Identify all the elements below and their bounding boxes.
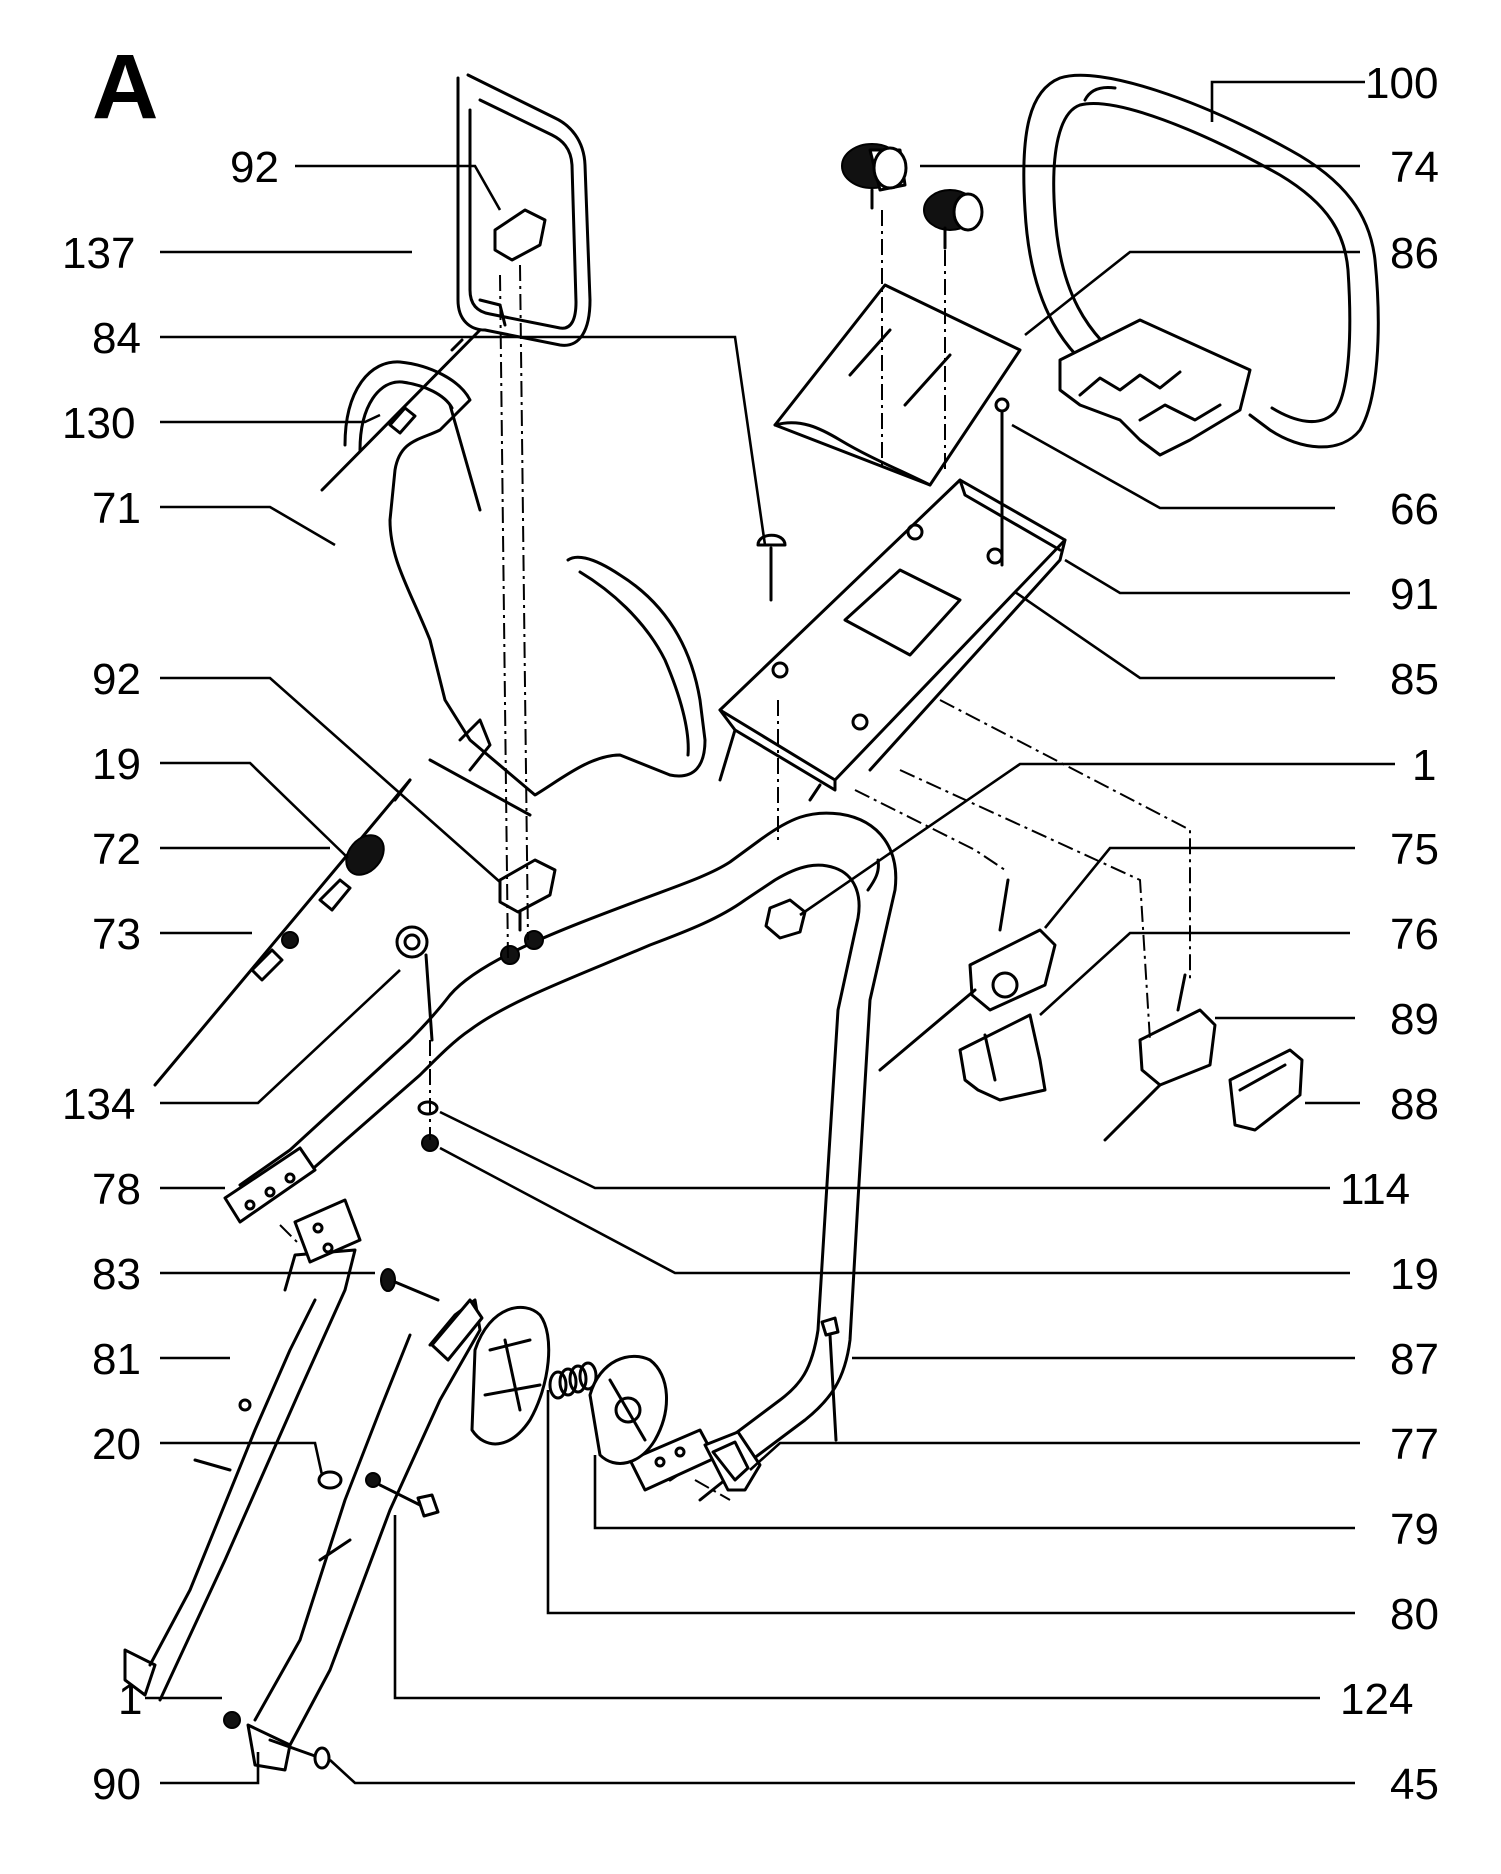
part-lower-bail [343, 360, 707, 817]
part-clip-77 [703, 1430, 762, 1492]
part-nut-1-lower [223, 1711, 241, 1729]
callout-92-upper: 92 [230, 143, 279, 192]
part-knobs [841, 143, 984, 250]
part-eye-bolt [395, 925, 434, 1042]
callout-19-left: 19 [92, 740, 141, 789]
part-nut-1-upper [764, 898, 807, 940]
part-washer-nut [417, 1100, 439, 1152]
callout-1-upper: 1 [1412, 741, 1436, 790]
callout-84: 84 [92, 314, 141, 363]
part-cable-lower [153, 778, 412, 1087]
callout-124: 124 [1340, 1675, 1413, 1724]
part-cover-plate [773, 283, 1022, 487]
callout-88: 88 [1390, 1080, 1439, 1129]
callout-80: 80 [1390, 1590, 1439, 1639]
callout-72: 72 [92, 825, 141, 874]
callout-19-right: 19 [1390, 1250, 1439, 1299]
callout-71: 71 [92, 484, 141, 533]
part-pivot-disc-80 [470, 1306, 551, 1446]
leader-lines [145, 80, 1395, 1785]
assembly-axis-lines [279, 210, 1191, 1501]
part-upper-bail [456, 73, 592, 347]
callout-20: 20 [92, 1420, 141, 1469]
part-bracket-76 [958, 1013, 1047, 1102]
callout-1-lower: 1 [118, 1675, 142, 1724]
callout-86: 86 [1390, 229, 1439, 278]
part-lower-tube-90 [246, 1298, 484, 1772]
callout-114: 114 [1340, 1165, 1410, 1214]
callout-89: 89 [1390, 995, 1439, 1044]
callout-45: 45 [1390, 1760, 1439, 1809]
callout-100: 100 [1365, 59, 1438, 108]
part-latch-89 [1103, 973, 1217, 1142]
part-spring [548, 1361, 598, 1400]
part-main-handle [223, 811, 898, 1502]
part-loop-handle [1022, 73, 1380, 457]
callout-87: 87 [1390, 1335, 1439, 1384]
part-screw-45 [268, 1738, 331, 1770]
callout-85: 85 [1390, 655, 1439, 704]
part-latch-75 [878, 878, 1057, 1072]
callout-77: 77 [1390, 1420, 1439, 1469]
part-washer-20 [317, 1470, 343, 1490]
part-screw-87 [820, 1316, 840, 1442]
callout-75: 75 [1390, 825, 1439, 874]
section-letter: A [92, 36, 158, 138]
callout-79: 79 [1390, 1505, 1439, 1554]
part-bolt-124 [365, 1472, 440, 1518]
part-lower-tube-81 [123, 1198, 362, 1702]
part-bolt-84 [756, 533, 787, 602]
part-screw-66 [994, 397, 1010, 567]
callout-labels: 100 74 86 66 91 85 1 75 76 89 88 114 19 … [62, 59, 1439, 1809]
callout-134: 134 [62, 1080, 135, 1129]
callout-137: 137 [62, 229, 135, 278]
callout-76: 76 [1390, 910, 1439, 959]
callout-130: 130 [62, 399, 135, 448]
callout-81: 81 [92, 1335, 141, 1384]
part-cable-upper [320, 328, 482, 492]
part-nuts [500, 930, 544, 965]
callout-66: 66 [1390, 485, 1439, 534]
callout-78: 78 [92, 1165, 141, 1214]
part-bracket-88 [1228, 1048, 1304, 1132]
part-housing [718, 478, 1067, 802]
callout-92-lower: 92 [92, 655, 141, 704]
callout-74: 74 [1390, 143, 1439, 192]
part-pivot-disc-79 [588, 1354, 668, 1465]
callout-91: 91 [1390, 570, 1439, 619]
part-bolt-83 [380, 1268, 440, 1302]
callout-83: 83 [92, 1250, 141, 1299]
callout-73: 73 [92, 910, 141, 959]
callout-90: 90 [92, 1760, 141, 1809]
